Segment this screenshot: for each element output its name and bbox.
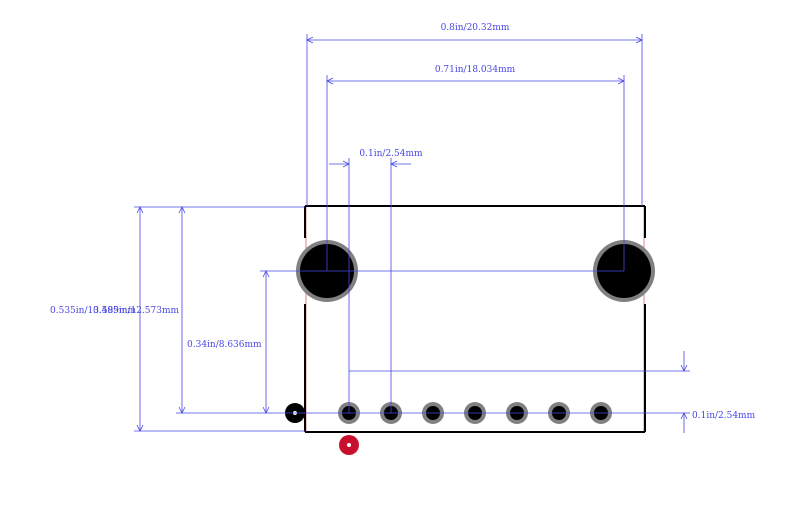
dimension-width-mount: 0.71in/18.034mm (326, 65, 625, 271)
dimension-label-width-mount: 0.71in/18.034mm (435, 65, 516, 75)
dimension-pitch-top: 0.1in/2.54mm (329, 149, 423, 413)
dimension-height-mount: 0.34in/8.636mm (187, 270, 327, 414)
dimension-label-pitch-right: 0.1in/2.54mm (692, 411, 756, 421)
dimension-label-height-overlap: 0.495in/12.573mm (93, 306, 179, 316)
dimension-height-overlap (176, 206, 295, 414)
dimension-label-height-total: 0.535in/13.589mm (50, 306, 136, 316)
dimension-height-total (134, 206, 305, 432)
dimension-label-height-mount: 0.34in/8.636mm (187, 340, 262, 350)
pin1-marker (339, 435, 359, 455)
component-outline (304, 205, 646, 433)
dimension-pitch-right: 0.1in/2.54mm (680, 351, 756, 433)
dimension-width-outer: 0.8in/20.32mm (306, 23, 643, 206)
dimension-label-width-outer: 0.8in/20.32mm (441, 23, 510, 33)
dimension-label-pitch-top: 0.1in/2.54mm (359, 149, 423, 159)
